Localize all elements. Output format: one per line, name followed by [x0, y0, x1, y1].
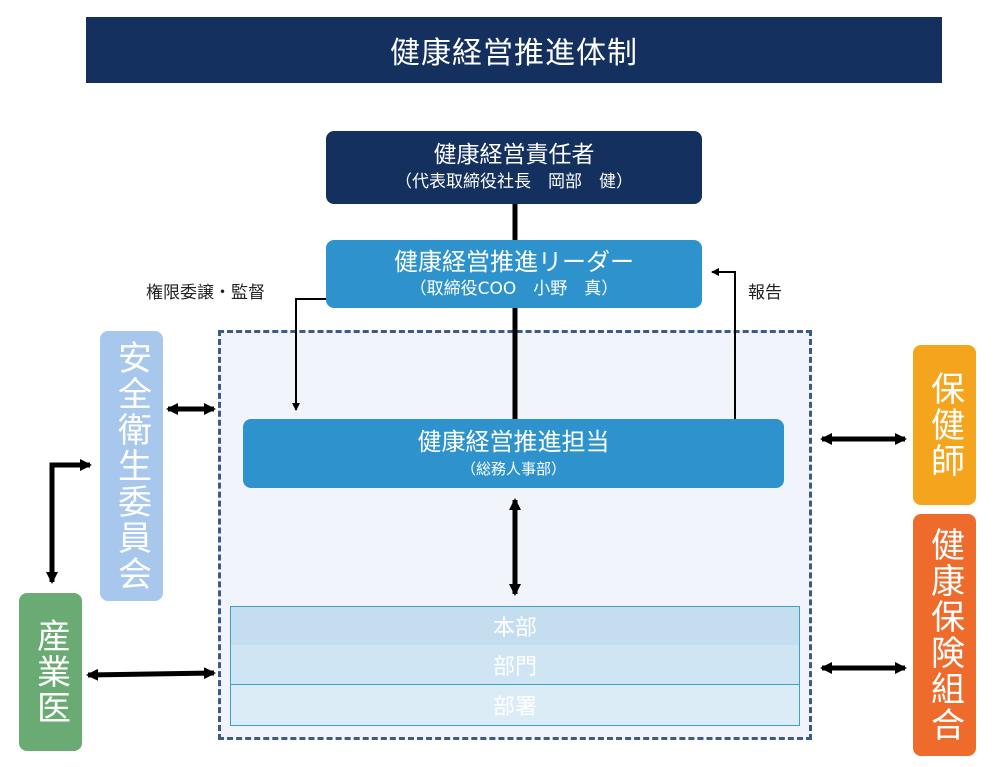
industrial-doctor-label: 産業医	[30, 618, 71, 726]
safety-committee-box: 安全衛生委員会	[100, 331, 163, 601]
public-health-nurse-box: 保健師	[913, 345, 976, 505]
health-insurance-union-box: 健康保険組合	[913, 514, 976, 756]
responsible-title: 健康経営責任者	[433, 141, 595, 168]
responsible-subtitle: （代表取締役社長 岡部 健）	[395, 172, 633, 193]
org-row-department: 部署	[230, 685, 800, 726]
doctor-org-double-arrow	[86, 667, 216, 681]
public-health-nurse-label: 保健師	[924, 371, 965, 479]
delegation-arrow	[292, 298, 326, 411]
org-row-division: 部門	[230, 645, 800, 685]
industrial-doctor-box: 産業医	[19, 593, 82, 751]
promotion-title: 健康経営推進担当	[417, 427, 610, 456]
org-row-headquarters: 本部	[230, 606, 800, 646]
health-management-responsible-box: 健康経営責任者 （代表取締役社長 岡部 健）	[326, 131, 702, 204]
report-arrow	[711, 268, 736, 419]
delegation-label: 権限委譲・監督	[146, 283, 265, 303]
report-label: 報告	[748, 283, 782, 303]
promotion-subtitle: （総務人事部）	[460, 459, 566, 478]
safety-committee-label: 安全衛生委員会	[111, 340, 152, 592]
health-insurance-union-label: 健康保険組合	[924, 527, 965, 743]
page-title: 健康経営推進体制	[86, 17, 942, 83]
leader-subtitle: （取締役COO 小野 真）	[409, 279, 619, 300]
promotion-leader-box: 健康経営推進リーダー （取締役COO 小野 真）	[326, 240, 702, 308]
doctor-safety-double-arrow	[46, 459, 92, 584]
promotion-staff-box: 健康経営推進担当 （総務人事部）	[243, 419, 784, 488]
leader-title: 健康経営推進リーダー	[394, 247, 634, 276]
